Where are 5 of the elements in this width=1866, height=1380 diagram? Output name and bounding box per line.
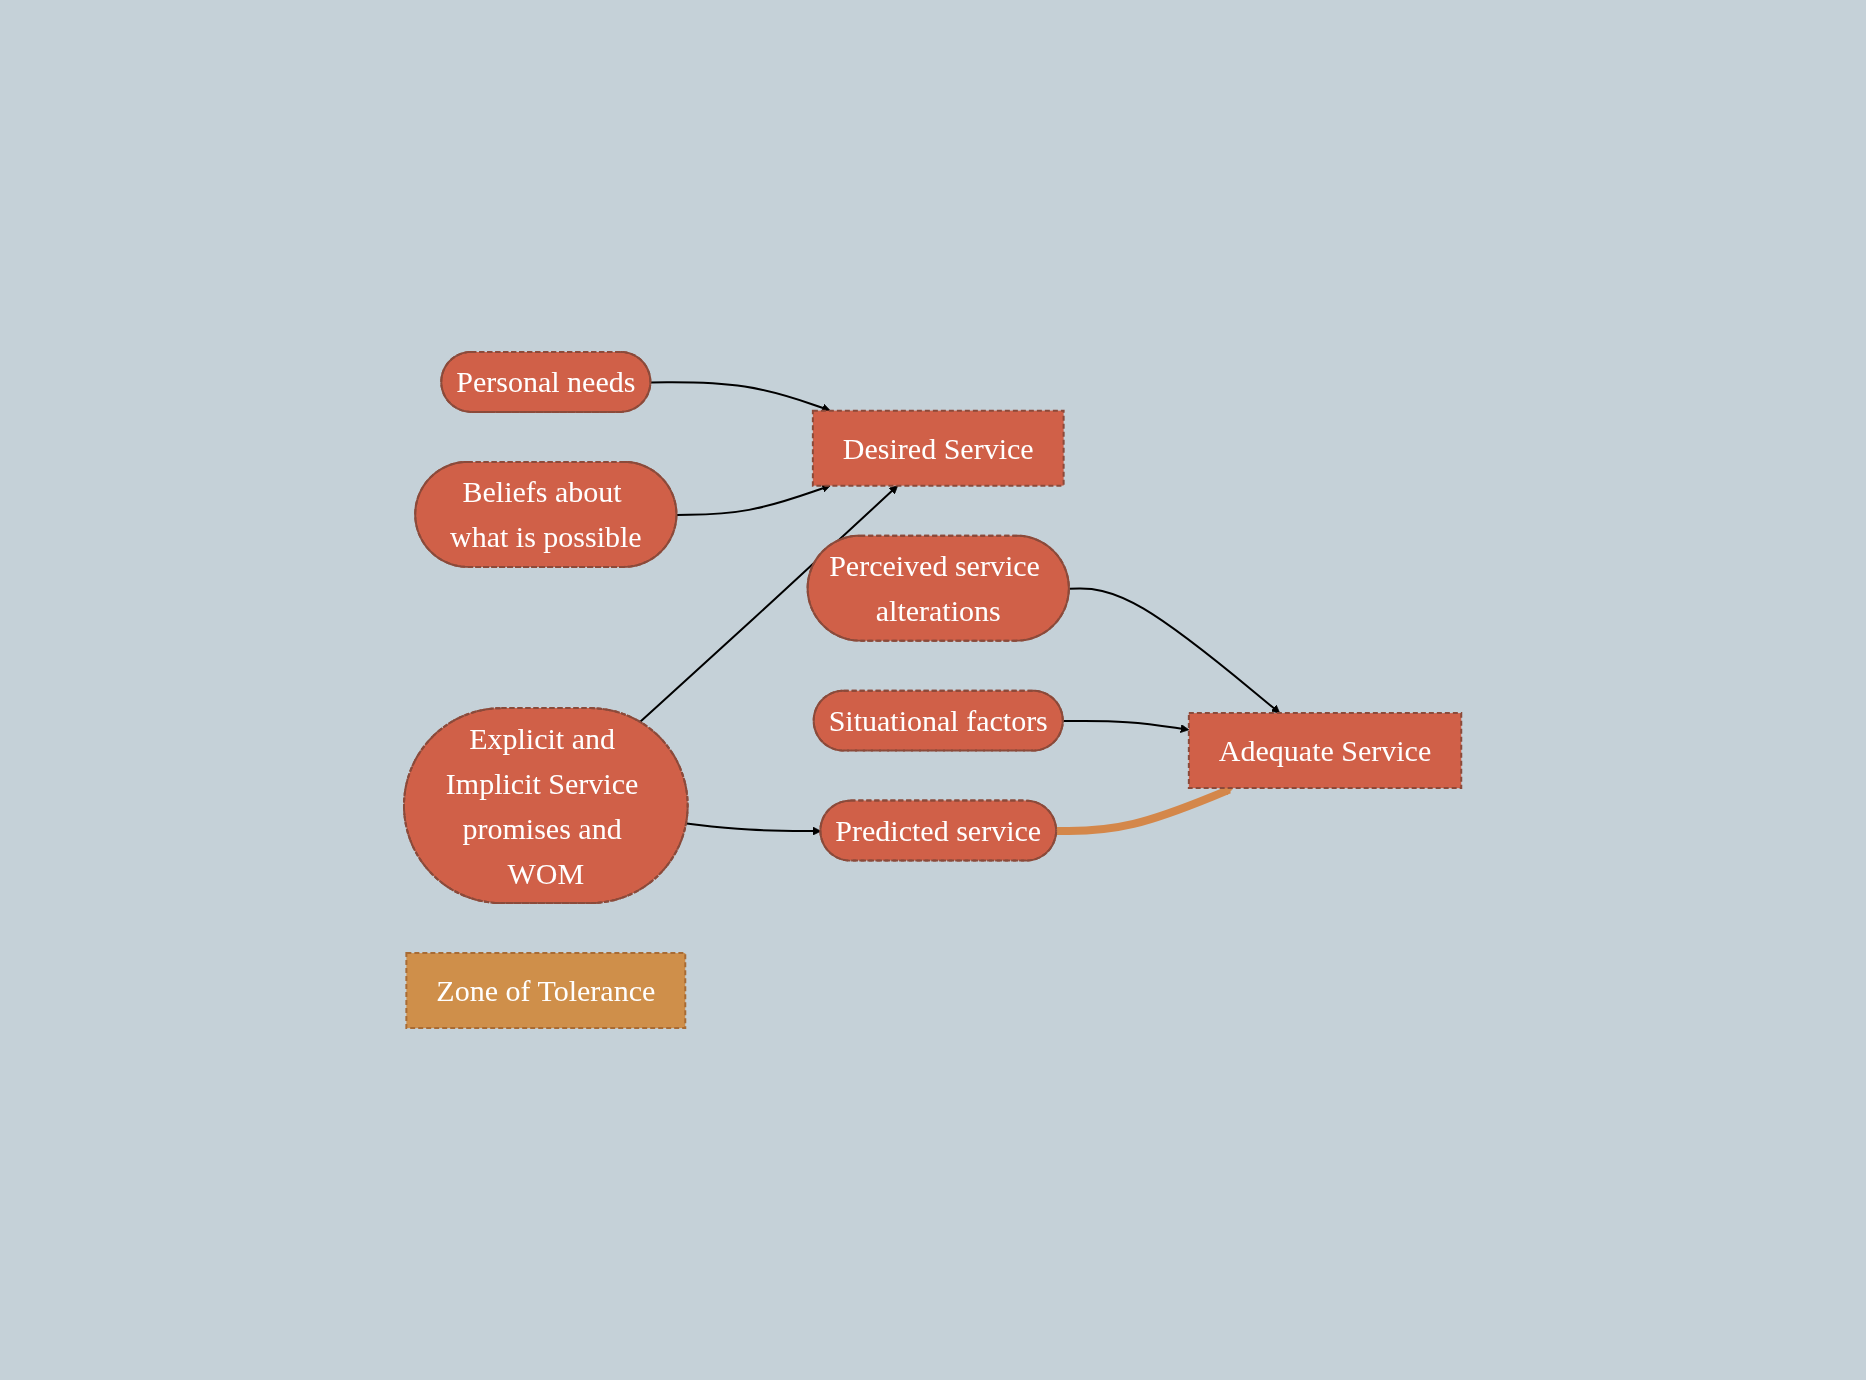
- node-box: Desired Service: [812, 409, 1065, 487]
- arrow: [639, 485, 899, 724]
- node-box: Adequate Service: [1188, 712, 1463, 790]
- node-box: Zone of Tolerance: [405, 952, 687, 1030]
- arrow: [1062, 720, 1190, 733]
